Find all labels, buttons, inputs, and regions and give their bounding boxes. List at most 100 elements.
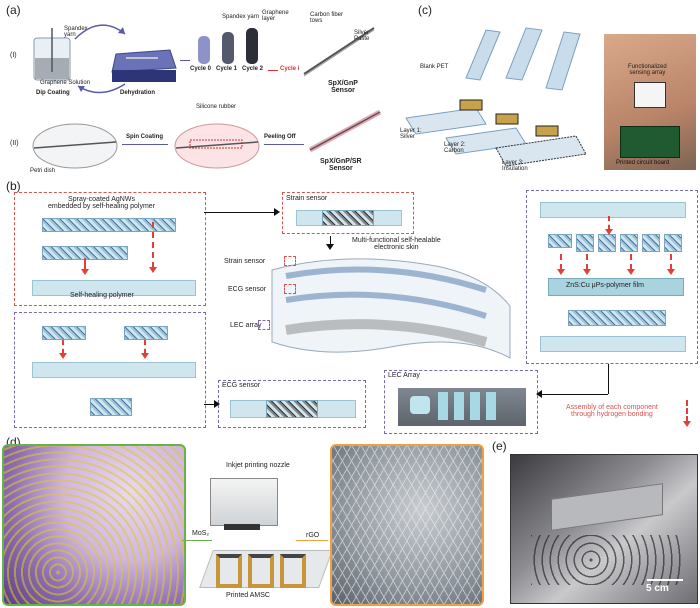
red-arrow-6 — [557, 254, 565, 275]
printed-layers-illustration — [405, 27, 587, 167]
multi-functional-label: Multi-functional self-healable electroni… — [352, 237, 441, 252]
strain-sensor-box — [282, 192, 414, 234]
lec-bar-1 — [438, 392, 448, 420]
ecg-film — [32, 362, 196, 378]
printer-head — [551, 483, 663, 531]
red-arrow-7 — [583, 254, 591, 275]
layer-3-label: Layer 3: Insulation — [502, 160, 528, 173]
arrow-to-strain — [204, 208, 280, 216]
beaker-illustration — [33, 28, 71, 81]
scale-label: 5 cm — [646, 583, 669, 594]
blank-pet-label: Blank PET — [420, 64, 449, 70]
zns-film — [548, 278, 684, 296]
cycle-1-label: Cycle 1 — [216, 66, 238, 72]
red-arrow-5 — [605, 216, 613, 235]
electrode-2 — [248, 554, 274, 588]
lec-array-box — [384, 370, 538, 434]
layer-1-label: Layer 1: Silver — [400, 128, 422, 141]
electrode-3 — [280, 554, 306, 588]
carbon-fiber-label: Carbon fiber tows — [310, 12, 344, 25]
red-arrow-3 — [59, 340, 67, 359]
sensing-array — [634, 82, 666, 108]
zns-mesh-4 — [620, 234, 638, 252]
cycle-i-arrow — [268, 70, 278, 71]
spin-coating-label: Spin Coating — [126, 134, 163, 140]
red-arrow-2 — [81, 258, 89, 275]
lec-array-label: LEC array — [230, 322, 262, 329]
printed-amsc-label: Printed AMSC — [226, 592, 270, 599]
ecg-sensor-bottom-label: ECG sensor — [222, 382, 261, 389]
self-healing-polymer-label: Self-healing polymer — [70, 292, 134, 299]
cycle-arrow-bottom — [77, 83, 126, 94]
mos2-label: MoS₂ — [192, 530, 210, 537]
spandex-yarn-label: Spandex yarn — [64, 26, 88, 39]
zns-film-label: ZnS:Cu μPs-polymer film — [566, 282, 644, 289]
self-healing-film — [32, 280, 196, 296]
lec-array-bottom-label: LEC Array — [388, 372, 420, 379]
peeling-off-label: Peeling Off — [264, 134, 296, 140]
sensor-1-illustration — [303, 27, 375, 77]
ecg-mesh-left — [42, 326, 86, 340]
elbow-arrow-vertical — [608, 364, 609, 394]
ecg-assembly-box — [14, 312, 206, 428]
spin-coating-arrow — [122, 144, 168, 145]
nozzle-label: Inkjet printing nozzle — [226, 462, 290, 469]
scale-bar — [647, 579, 683, 581]
strain-marker — [284, 256, 296, 266]
panel-e-letter: (e) — [492, 439, 507, 453]
orange-link — [296, 540, 328, 541]
printed-pattern — [531, 535, 681, 585]
lec-marker — [258, 320, 270, 330]
red-arrow-9 — [667, 254, 675, 275]
arrow-to-cycles — [180, 60, 190, 61]
nozzle-tip — [224, 524, 260, 530]
rgo-label: rGO — [306, 532, 320, 539]
rgo-lattice-image — [330, 444, 484, 606]
arrow-to-skin — [326, 236, 334, 250]
lec-heart — [410, 396, 430, 414]
assembly-label: Assembly of each component through hydro… — [566, 404, 658, 419]
ecg-marker — [284, 284, 296, 294]
red-arrow-4 — [141, 340, 149, 359]
electronic-skin-illustration — [271, 258, 511, 359]
ecg-sensor-box — [218, 380, 366, 428]
row-i-label: (I) — [10, 52, 17, 59]
layer-2-label: Layer 2: Carbon — [444, 142, 466, 155]
ecg-mesh-right — [124, 326, 168, 340]
elbow-arrow-horizontal — [540, 394, 608, 395]
cycle-i-label: Cycle i — [280, 66, 300, 72]
graphene-layer-label: Graphene layer — [262, 10, 289, 23]
arrow-to-ecg — [204, 400, 220, 408]
spandex-yarn-top-label: Spandex yarn — [222, 14, 260, 20]
sensor-2-label: SpX/GnP/SR Sensor — [320, 158, 362, 173]
mos2-atoms — [4, 446, 184, 604]
pcb-label: Printed circuit board — [616, 160, 670, 166]
green-link — [182, 540, 212, 541]
lec-bar-3 — [470, 392, 480, 420]
legend-red-arrow — [683, 400, 691, 427]
rgo-hex-pattern — [332, 446, 482, 604]
dehydration-label: Dehydration — [120, 90, 156, 96]
hotplate-illustration — [111, 49, 177, 82]
strain-sensor-label: Strain sensor — [224, 258, 266, 265]
ecg-bottom-mesh — [266, 400, 318, 418]
sensor-2-illustration — [308, 109, 382, 153]
dip-coating-label: Dip Coating — [36, 90, 70, 96]
lec-bar-2 — [454, 392, 464, 420]
sensor-1-label: SpX/GnP Sensor — [328, 80, 358, 95]
peeling-off-arrow — [264, 144, 304, 145]
silicone-rubber-label: Silicone rubber — [196, 104, 237, 110]
cycle-arrow-top — [74, 24, 126, 40]
ecg-sensor-label: ECG sensor — [228, 286, 267, 293]
yarn-cycles-illustration — [198, 28, 258, 64]
elbow-arrowhead — [536, 390, 542, 398]
strain-sensor-top-label: Strain sensor — [286, 195, 328, 202]
zns-mesh-5 — [642, 234, 660, 252]
zns-mesh-3 — [598, 234, 616, 252]
row-ii-label: (II) — [10, 140, 19, 147]
silver-paste-label: Silver Paste — [354, 30, 370, 43]
red-arrow-1 — [149, 222, 157, 273]
zns-mesh-6 — [664, 234, 682, 252]
red-arrow-8 — [627, 254, 635, 275]
agnw-mesh-top — [42, 218, 176, 232]
